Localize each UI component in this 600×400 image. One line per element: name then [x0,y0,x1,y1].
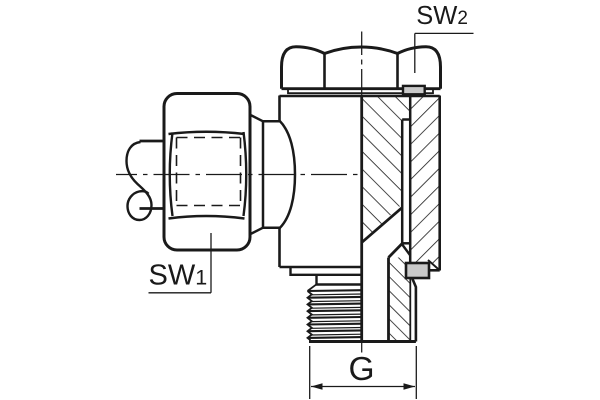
svg-text:G: G [349,351,375,388]
svg-text:SW1: SW1 [149,259,208,291]
